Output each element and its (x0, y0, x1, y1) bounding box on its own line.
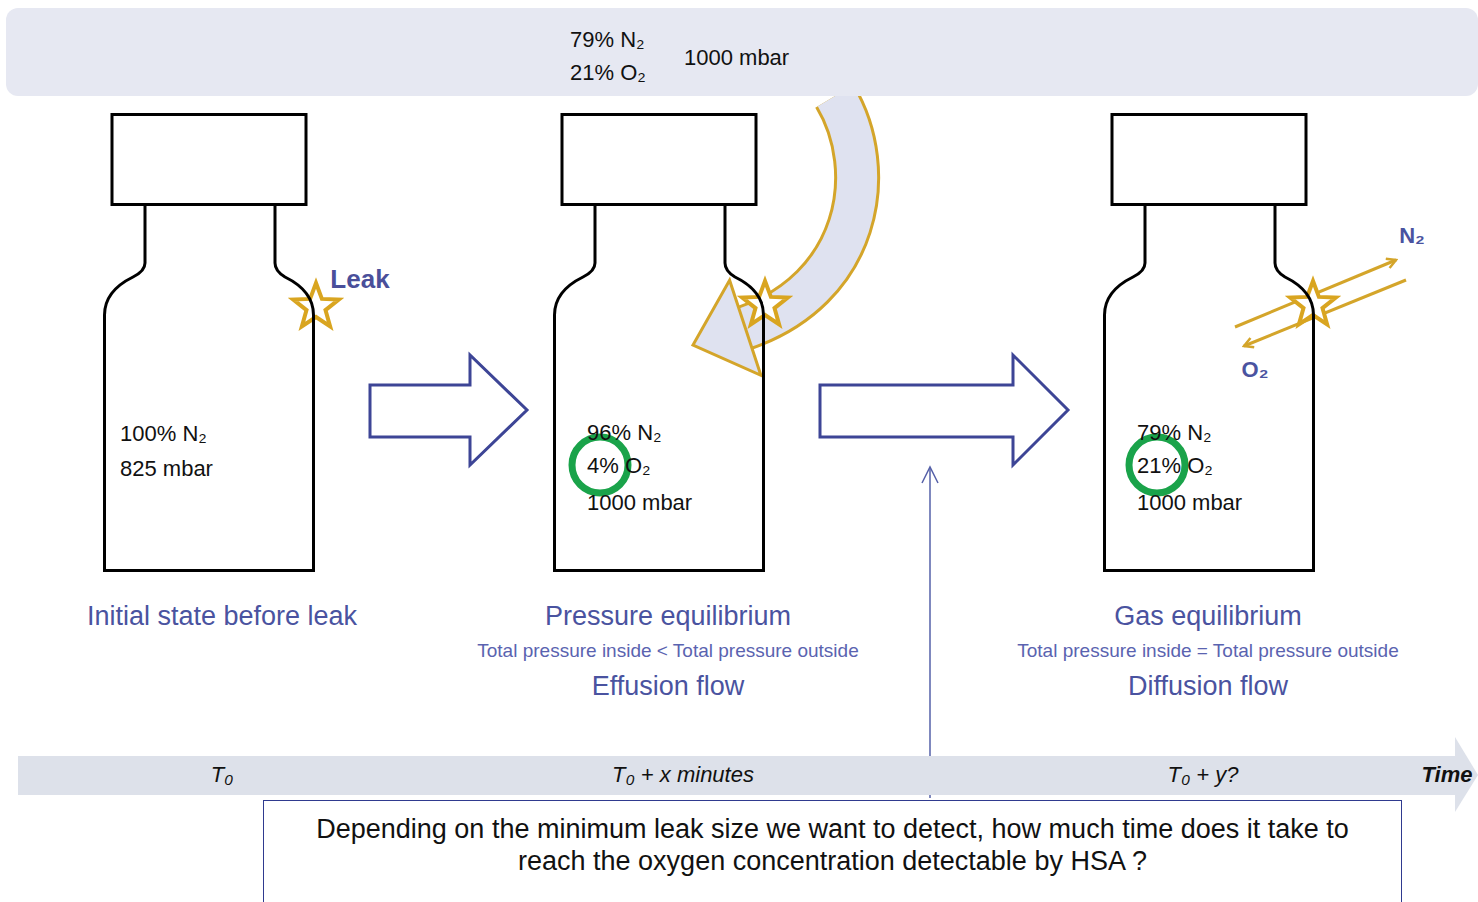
node-text: 1000 mbar (587, 490, 692, 516)
stage-title: Gas equilibrium (1114, 600, 1302, 632)
vial: 96% N₂ 4% O₂ 1000 mbar (553, 113, 765, 572)
leak-label: Leak (330, 264, 389, 295)
node-text: 79% N₂ (570, 27, 645, 53)
node-text: 21% O₂ (1137, 453, 1213, 479)
leader-arrowhead (922, 467, 938, 483)
node-text: T₀ + x minutes (612, 762, 754, 788)
stage-flow: Effusion flow (592, 670, 745, 702)
inflow-arrowhead (693, 280, 761, 375)
node-text: 825 mbar (120, 456, 213, 482)
atmosphere-band: 79% N₂ 21% O₂ 1000 mbar (6, 8, 1478, 96)
node-text: 100% N₂ (120, 421, 207, 447)
node-text: Time (1422, 762, 1473, 788)
inflow-arrow (693, 96, 857, 375)
node-text: T₀ (211, 762, 234, 788)
stage-title: Initial state before leak (87, 600, 357, 632)
inflow-arrow-outline (741, 96, 857, 329)
inflow-arrow-body (741, 96, 857, 329)
timeline-band: T₀T₀ + x minutesT₀ + y?Time (18, 756, 1455, 795)
process-arrow (820, 355, 1068, 465)
node-text: 1000 mbar (684, 45, 789, 71)
stage-title: Pressure equilibrium (545, 600, 791, 632)
vial: 100% N₂ 825 mbar (103, 113, 315, 572)
stage-subtitle: Total pressure inside < Total pressure o… (477, 640, 858, 663)
gas-label: O₂ (1242, 357, 1269, 383)
node-text: T₀ + y? (1167, 762, 1238, 788)
question-box: Depending on the minimum leak size we wa… (263, 800, 1402, 902)
node-text: 21% O₂ (570, 60, 646, 86)
stage-subtitle: Total pressure inside = Total pressure o… (1017, 640, 1398, 663)
node-text: 1000 mbar (1137, 490, 1242, 516)
gas-label: N₂ (1399, 223, 1425, 249)
vial-outline (103, 113, 315, 572)
node-text: 4% O₂ (587, 453, 651, 479)
vial: 79% N₂ 21% O₂ 1000 mbar (1103, 113, 1315, 572)
node-text: Depending on the minimum leak size we wa… (284, 813, 1381, 878)
diffusion-arrow (1244, 280, 1406, 346)
node-text: 96% N₂ (587, 420, 662, 446)
node-text: 79% N₂ (1137, 420, 1212, 446)
stage-flow: Diffusion flow (1128, 670, 1288, 702)
process-arrow (370, 355, 527, 465)
leader-line (929, 468, 931, 798)
